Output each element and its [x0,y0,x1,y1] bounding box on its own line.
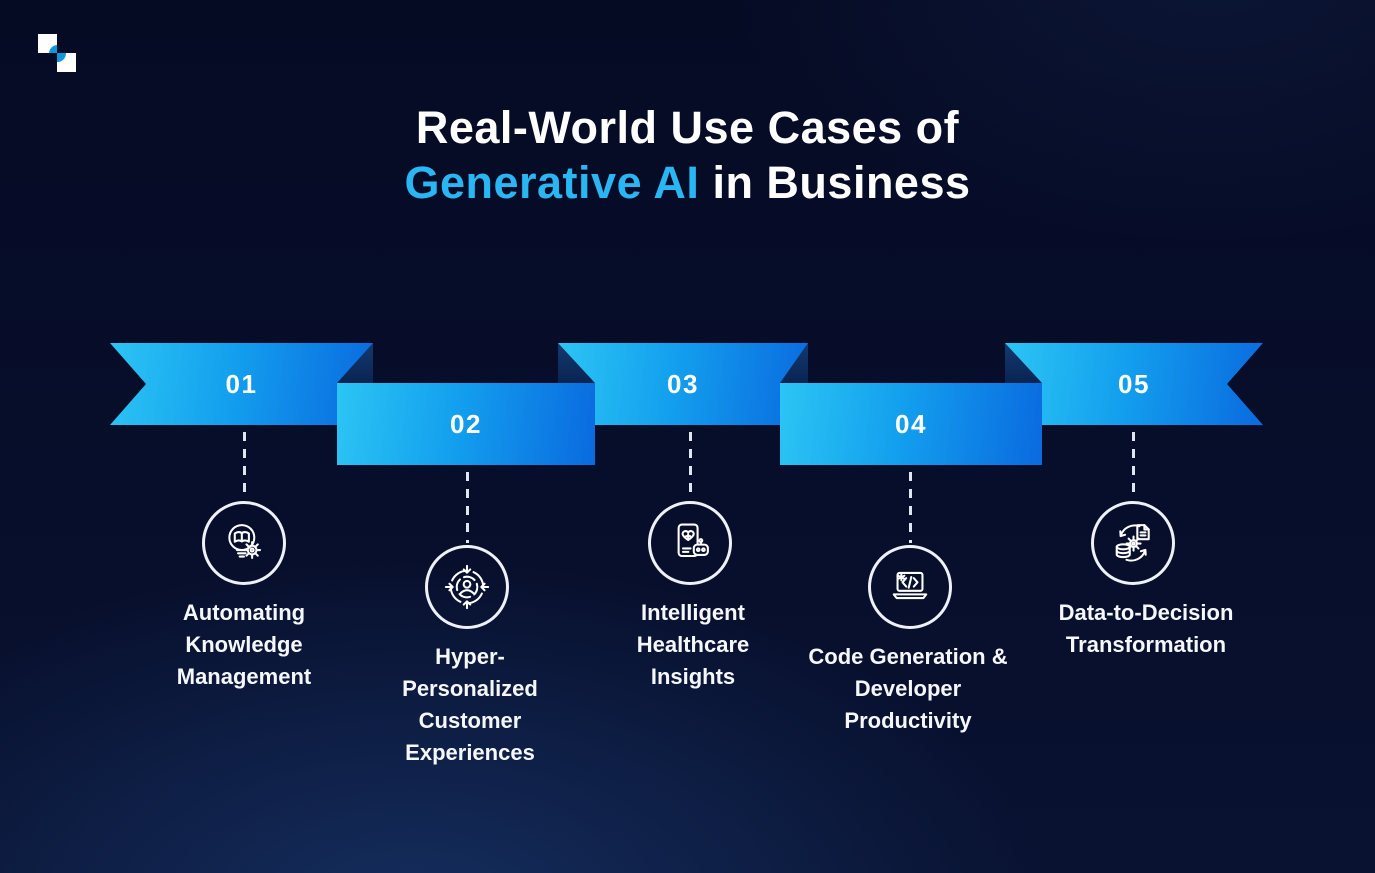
title-line-1: Real-World Use Cases of [415,102,960,153]
connector-dash-05 [1131,432,1135,500]
item-label-01: Automating Knowledge Management [176,600,312,689]
code-laptop-icon [892,571,928,600]
customer-target-icon [444,564,490,610]
icon-circle-05 [1091,501,1175,585]
connector-dash-03 [688,432,692,500]
ribbon-03: 03 [558,343,808,425]
page-title: Real-World Use Cases of Generative AI in… [0,100,1375,210]
title-highlight: Generative AI [404,157,700,208]
logo-square-bottom-right [57,53,76,72]
title-line-2: Generative AI in Business [0,155,1375,210]
icon-circle-03 [648,501,732,585]
ribbon-number: 03 [667,368,699,399]
bulb-book-gear-icon [228,524,262,559]
ribbon-04: 04 [780,383,1042,465]
ribbon-02: 02 [337,383,595,465]
healthcare-phone-robot-icon [677,523,709,558]
item-label-04: Code Generation & Developer Productivity [808,644,1008,733]
connector-dash-02 [465,472,469,543]
item-label-02: Hyper-Personalized Customer Experiences [402,644,538,765]
ribbon-number: 02 [450,408,482,439]
ribbon-number: 04 [895,408,927,439]
item-label-05: Data-to-Decision Transformation [1058,600,1234,657]
data-cycle-icon [1115,524,1150,562]
brand-logo [38,34,76,72]
ribbon-01: 01 [110,343,373,425]
ribbon-05: 05 [1005,343,1263,425]
logo-square-top-left [38,34,57,53]
item-label-03: Intelligent Healthcare Insights [636,600,750,689]
icon-circle-01 [202,501,286,585]
ribbon-number: 01 [225,368,258,399]
title-line-2-rest: in Business [699,157,971,208]
logo-quarter-circle [57,53,66,62]
icon-circle-04 [868,545,952,629]
logo-quarter-circle [48,44,57,53]
ribbon-number: 05 [1118,368,1150,399]
connector-dash-01 [242,432,246,500]
connector-dash-04 [908,472,912,543]
icon-circle-02 [425,545,509,629]
